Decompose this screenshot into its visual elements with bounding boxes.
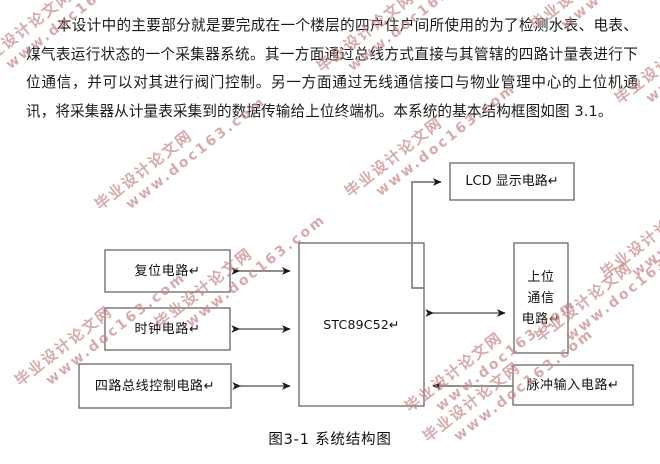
body-paragraph: 本设计中的主要部分就是要完成在一个楼层的四户住户间所使用的为了检测水表、电表、煤…	[26, 12, 638, 126]
node-reset-box	[104, 249, 231, 293]
node-bus-box	[78, 363, 232, 409]
edge-mcu-to-lcd	[411, 178, 442, 289]
node-mcu-box	[298, 242, 425, 407]
node-clock-box	[104, 307, 231, 351]
node-host-box	[513, 242, 569, 354]
node-pulse-box	[512, 364, 634, 406]
node-lcd-box	[449, 162, 575, 201]
figure-caption: 图3-1 系统结构图	[268, 432, 392, 448]
paragraph-text: 本设计中的主要部分就是要完成在一个楼层的四户住户间所使用的为了检测水表、电表、煤…	[26, 17, 638, 120]
